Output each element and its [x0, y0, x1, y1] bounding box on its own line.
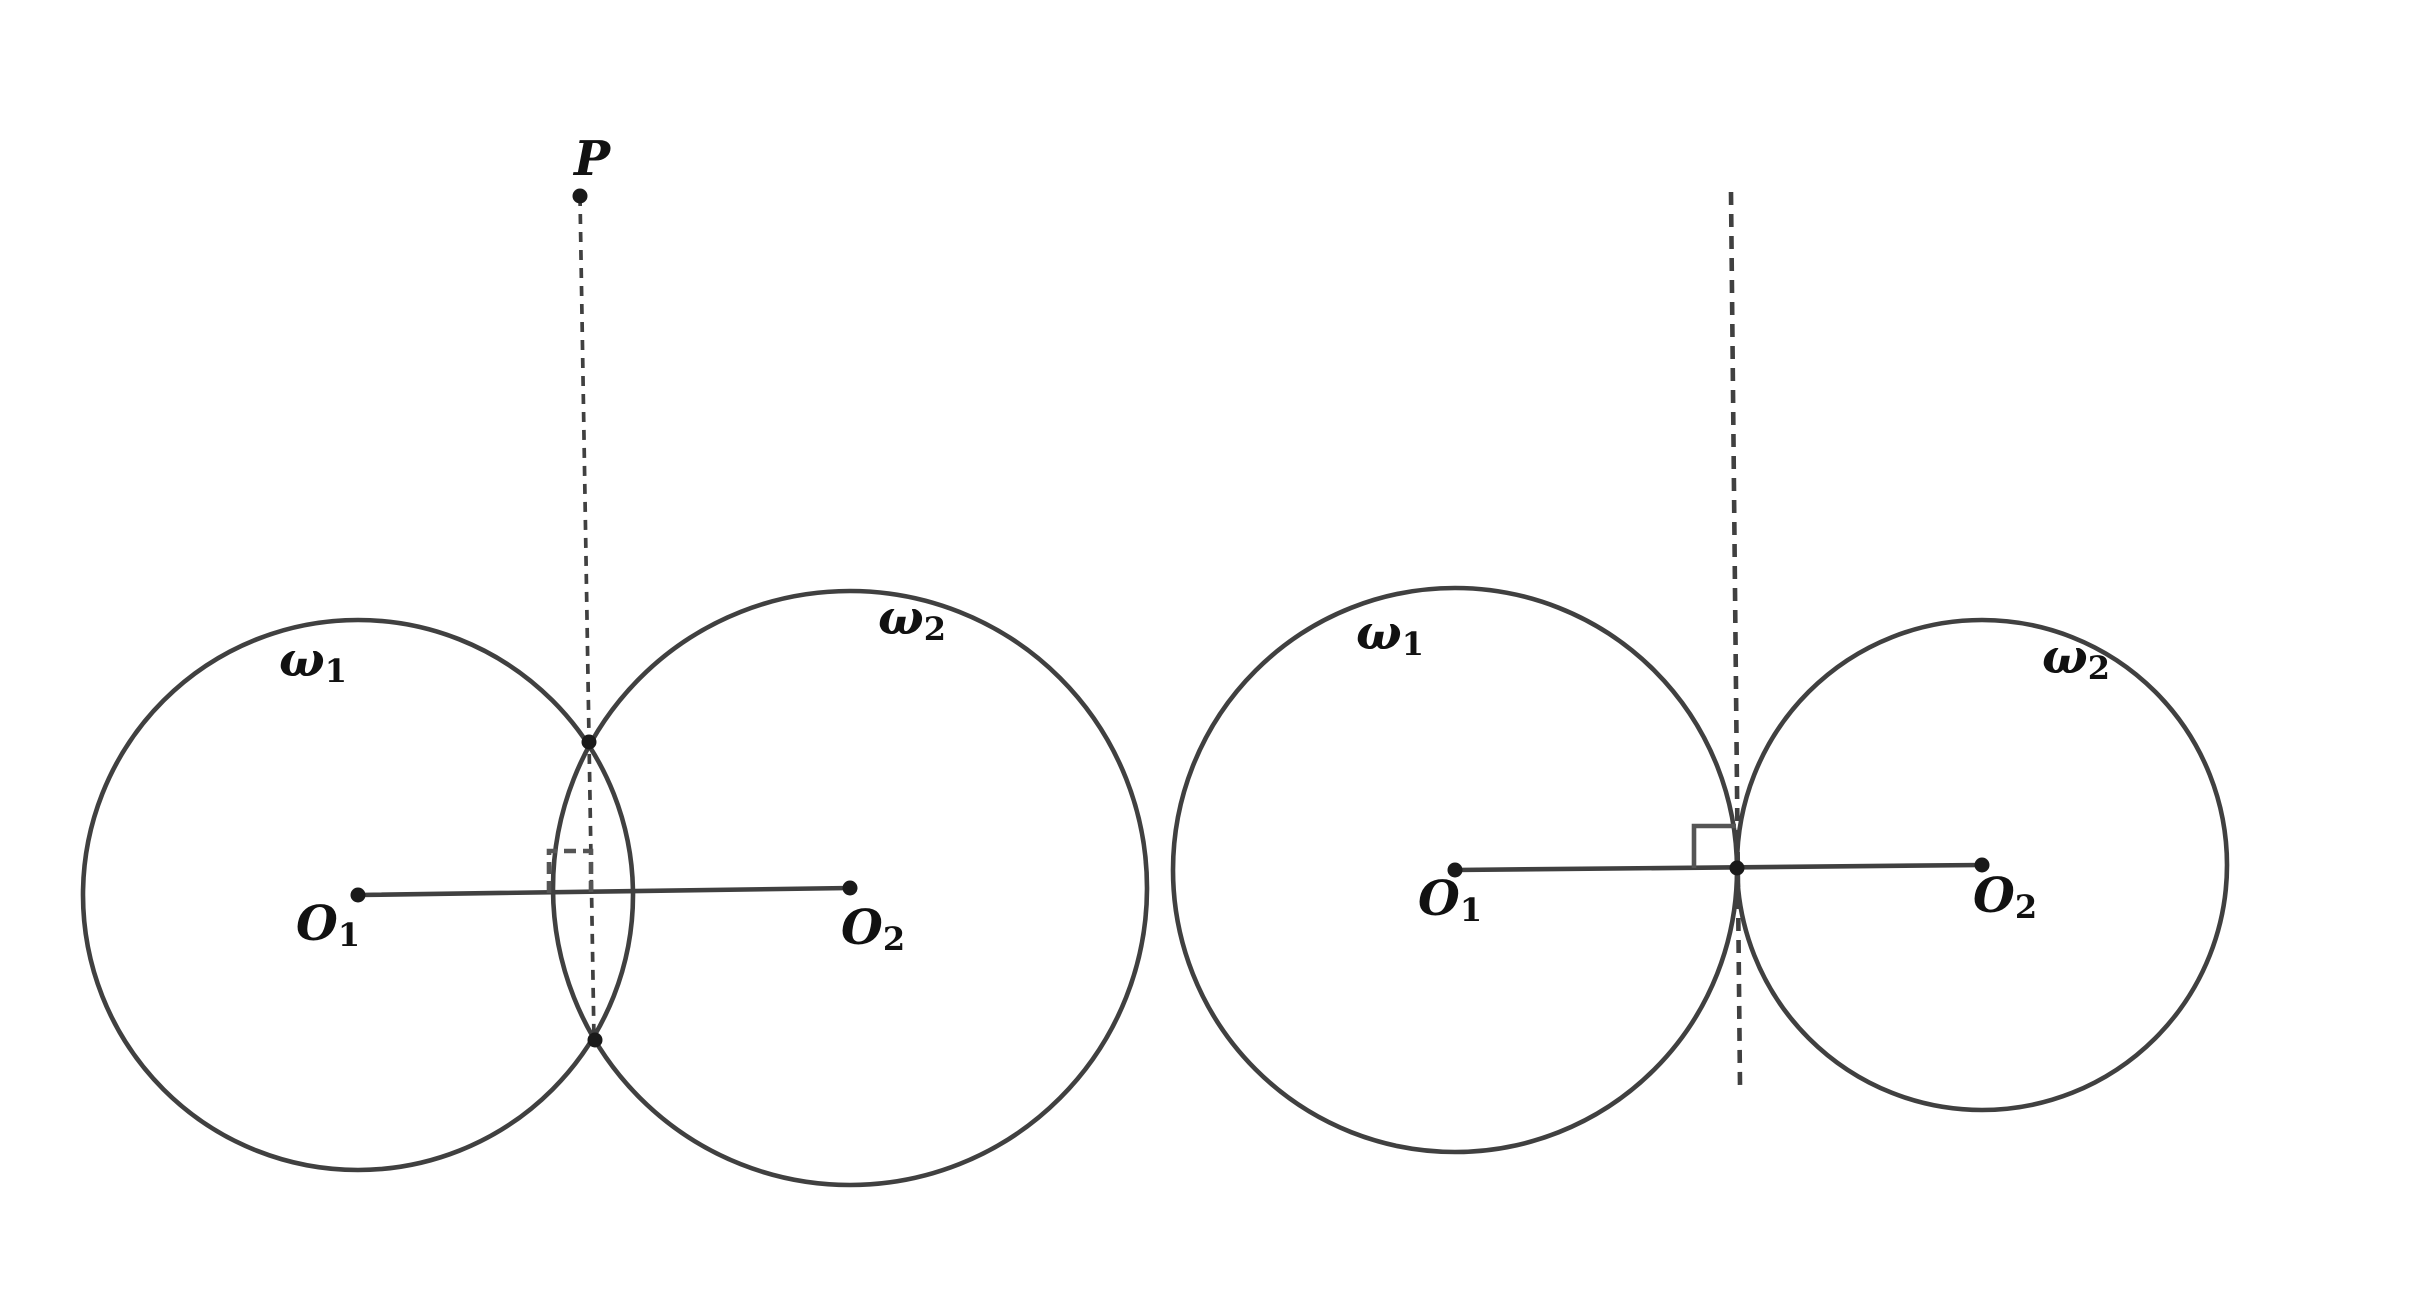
label-o2-right-main: O	[1973, 868, 2015, 924]
label-omega1-left-sub: 1	[325, 652, 347, 690]
common-tangent-right	[1728, 191, 1743, 1086]
label-o2-left: O2	[841, 900, 905, 958]
center-o2-right	[1974, 857, 1990, 873]
segment-o1-o2-right	[1452, 862, 1985, 873]
point-p	[572, 188, 588, 204]
tangency-point	[1729, 860, 1745, 876]
label-o1-left-sub: 1	[338, 916, 360, 954]
label-o1-left: O1	[296, 896, 360, 954]
label-omega2-right-sub: 2	[2088, 649, 2110, 687]
label-omega2-left-main: ω	[878, 590, 924, 646]
label-o2-right-sub: 2	[2015, 888, 2037, 926]
label-omega1-left: ω1	[279, 632, 347, 690]
right-angle-marker-right	[1691, 823, 1736, 868]
label-omega2-left-sub: 2	[924, 610, 946, 648]
label-p: P	[572, 131, 612, 187]
label-o1-right-main: O	[1418, 871, 1460, 927]
label-o1-right-sub: 1	[1460, 891, 1482, 929]
label-omega1-right: ω1	[1356, 605, 1424, 663]
label-omega1-right-sub: 1	[1402, 625, 1424, 663]
label-omega1-left-main: ω	[279, 632, 325, 688]
segment-o1-o2-left	[355, 885, 853, 898]
center-o1-left	[350, 887, 366, 903]
label-o1-left-main: O	[296, 896, 338, 952]
figure-tangent: ω1 ω2 O1 O2	[1170, 191, 2230, 1155]
label-omega2-right: ω2	[2042, 629, 2110, 687]
label-o2-right: O2	[1973, 868, 2037, 926]
center-o2-left	[842, 880, 858, 896]
circle-omega1-left	[80, 617, 636, 1173]
label-o2-left-sub: 2	[883, 920, 905, 958]
circle-omega2-left	[550, 588, 1150, 1188]
intersection-point-top	[581, 734, 597, 750]
label-o2-left-main: O	[841, 900, 883, 956]
center-o1-right	[1447, 862, 1463, 878]
label-omega1-right-main: ω	[1356, 605, 1402, 661]
figure-intersecting: P ω1 ω2 O1 O2	[80, 131, 1150, 1188]
label-omega2-left: ω2	[878, 590, 946, 648]
intersection-point-bottom	[587, 1032, 603, 1048]
label-omega2-right-main: ω	[2042, 629, 2088, 685]
radical-axis-left	[578, 195, 596, 1041]
label-o1-right: O1	[1418, 871, 1482, 929]
right-angle-marker-left	[546, 848, 594, 893]
